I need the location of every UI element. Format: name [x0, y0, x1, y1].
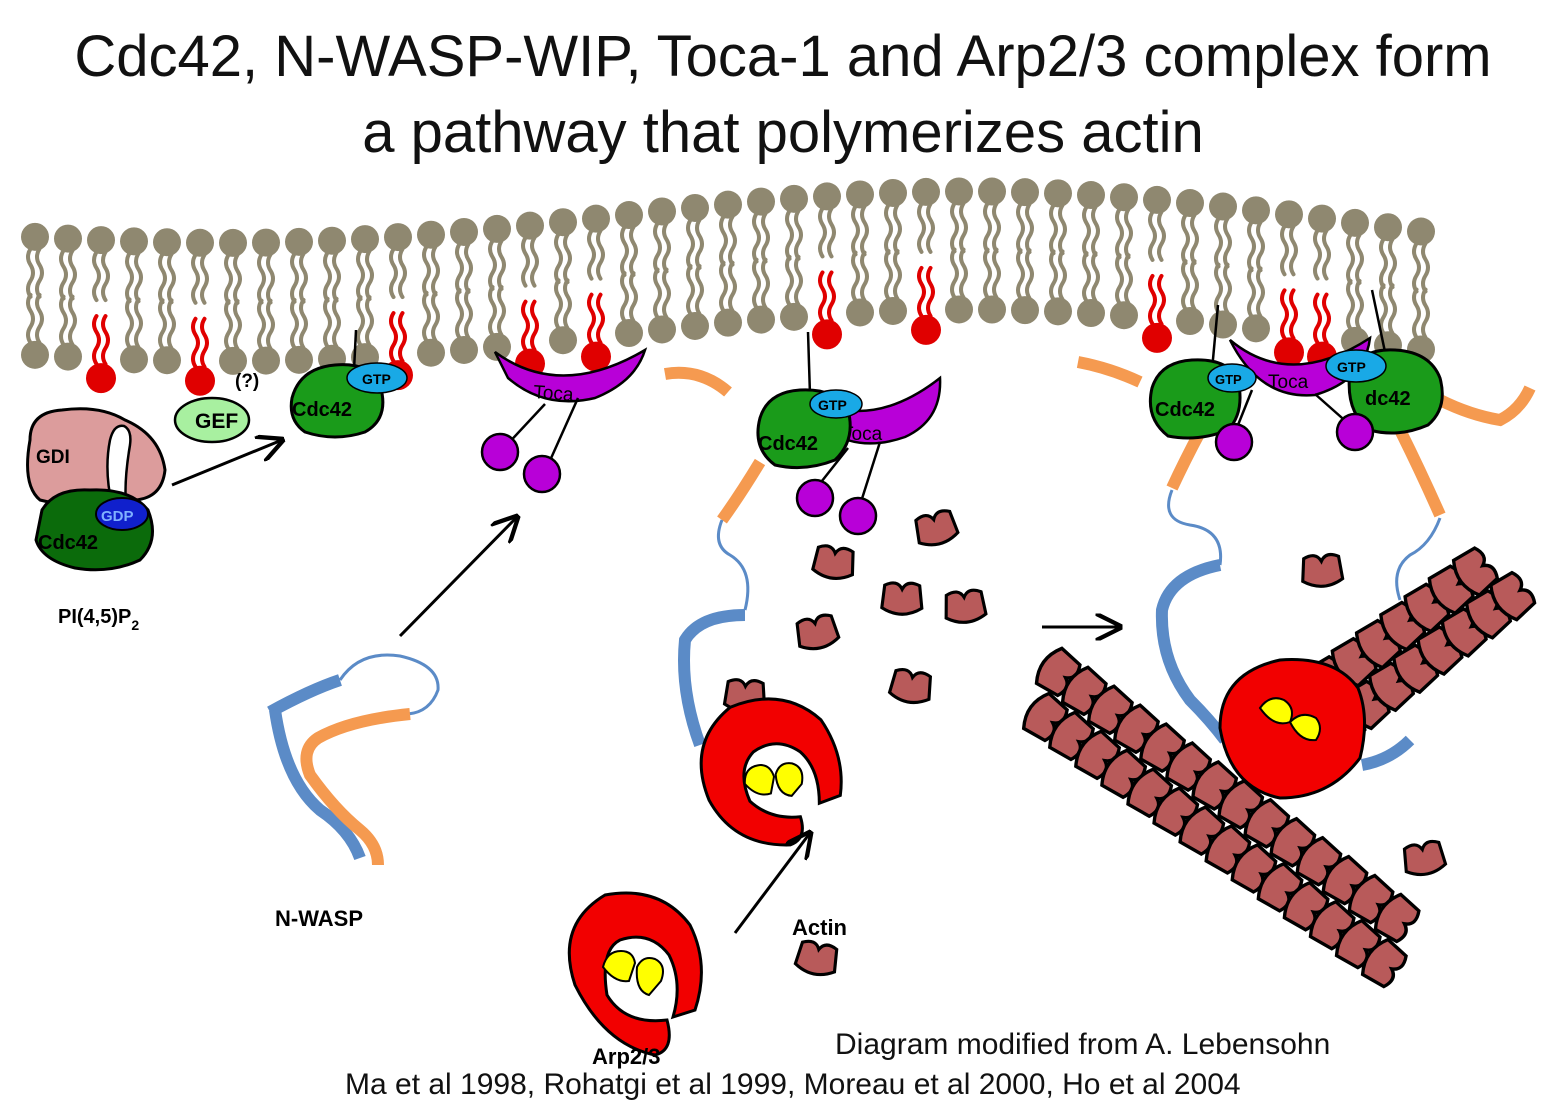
pip2-label-main: PI(4,5)P	[58, 606, 131, 628]
actin-monomer	[886, 666, 935, 708]
cdc42-gdp-label: Cdc42	[38, 532, 98, 554]
actin-monomer	[1399, 837, 1449, 880]
nwasp-label: N-WASP	[275, 906, 363, 931]
actin-monomer	[810, 542, 858, 583]
gdi-protein: GDI	[26, 407, 167, 507]
cdc42-gtp-label-left: Cdc42	[292, 399, 352, 421]
toca-label-right: Toca	[1268, 372, 1309, 393]
nwasp-bound-middle	[678, 519, 750, 748]
arrow-gef-to-cdc42	[171, 440, 282, 487]
nwasp-free	[267, 653, 440, 866]
page-title-line-1: Cdc42, N-WASP-WIP, Toca-1 and Arp2/3 com…	[74, 24, 1492, 89]
gdp-label: GDP	[101, 508, 134, 525]
toca-free: Toca	[480, 347, 648, 494]
actin-monomer	[911, 506, 962, 551]
credit-line-2: Ma et al 1998, Rohatgi et al 1999, Morea…	[345, 1068, 1241, 1101]
gdi-label: GDI	[36, 447, 70, 468]
cdc42-gdp-complex: GDP Cdc42	[34, 488, 154, 572]
arrow-nwasp-to-toca	[398, 517, 517, 638]
toca-label-free: Toca	[533, 382, 575, 406]
cdc42-label-middle: Cdc42	[758, 433, 818, 455]
toca-cdc42-complex-middle: Toca GTP Cdc42	[756, 331, 942, 536]
cdc42-label-right-b: dc42	[1365, 388, 1411, 410]
gtp-label-middle: GTP	[818, 397, 847, 413]
arp23-branch	[1218, 658, 1367, 800]
actin-monomer	[880, 581, 924, 617]
actin-monomer	[792, 937, 842, 980]
gtp-label-right-b: GTP	[1337, 359, 1366, 375]
nwasp-bound-right	[1155, 489, 1442, 771]
actin-monomer	[941, 587, 989, 626]
arrow-arp-recruit	[733, 833, 810, 934]
arp23-label: Arp2/3	[592, 1044, 660, 1069]
gef-protein: GEF (?)	[173, 371, 259, 444]
cdc42-gtp-anchored-left: GTP Cdc42	[289, 329, 408, 439]
actin-label: Actin	[792, 915, 847, 940]
pathway-arrows	[171, 440, 1120, 934]
arp23-recruited	[699, 697, 843, 847]
nwasp-orange-segments	[663, 356, 1536, 524]
gef-question-label: (?)	[235, 371, 259, 392]
gtp-label-right-a: GTP	[1215, 372, 1242, 387]
toca-label-middle: Toca	[842, 424, 883, 445]
credit-line-1: Diagram modified from A. Lebensohn	[835, 1028, 1331, 1061]
arp23-free	[567, 891, 703, 1057]
cdc42-label-right-a: Cdc42	[1155, 399, 1215, 421]
lipid-bilayer	[21, 177, 1435, 396]
pip2-label-subscript: 2	[131, 617, 139, 633]
page-title-line-2: a pathway that polymerizes actin	[362, 100, 1204, 165]
actin-monomer	[1299, 552, 1345, 590]
pip2-label: PI(4,5)P2	[58, 606, 139, 633]
gef-label: GEF	[195, 410, 238, 433]
toca-cdc42-complex-right: Toca GTP Cdc42 GTP dc42	[1148, 289, 1444, 462]
gtp-label-left: GTP	[362, 371, 391, 387]
actin-monomer	[792, 611, 842, 654]
